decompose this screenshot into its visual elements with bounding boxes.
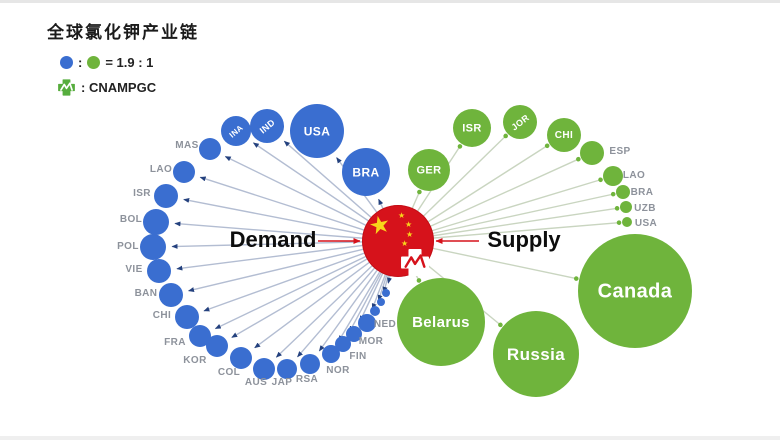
node-label-demand-FRA: FRA bbox=[164, 337, 186, 348]
flag-small-star-icon: ★ bbox=[405, 220, 413, 229]
node-label-demand-LAO: LAO bbox=[150, 164, 172, 175]
node-label-supply-CHI: CHI bbox=[555, 130, 573, 141]
node-label-supply-ISR: ISR bbox=[462, 123, 482, 135]
node-label-supply-ESP: ESP bbox=[609, 146, 630, 157]
connector-demand-VIE bbox=[176, 240, 399, 271]
bottom-border bbox=[0, 436, 780, 440]
node-supply-UZB bbox=[620, 201, 632, 213]
node-label-demand-ISR: ISR bbox=[133, 188, 151, 199]
node-label-supply-GER: GER bbox=[416, 165, 441, 177]
connector-supply-USA bbox=[397, 220, 622, 242]
connector-supply-BRA bbox=[397, 191, 616, 242]
node-label-supply-LAO: LAO bbox=[623, 170, 645, 181]
legend-ratio-row: : = 1.9 : 1 bbox=[60, 55, 153, 70]
node-demand-MAS bbox=[199, 138, 221, 160]
node-demand-POL bbox=[140, 234, 166, 260]
cnampgc-logo-white-icon bbox=[401, 249, 429, 276]
node-demand-FIN bbox=[335, 336, 351, 352]
node-demand-FRA bbox=[189, 325, 211, 347]
node-label-supply-BRA: BRA bbox=[631, 187, 654, 198]
node-demand-JAP bbox=[277, 359, 297, 379]
node-supply-JOR bbox=[503, 105, 537, 139]
node-demand-MOR bbox=[346, 326, 362, 342]
flag-small-star-icon: ★ bbox=[398, 211, 406, 220]
cnampgc-logo-icon bbox=[58, 79, 75, 96]
legend-logo-row: : CNAMPGC bbox=[57, 79, 156, 96]
country-nodes bbox=[140, 104, 692, 397]
flag-small-star-icon: ★ bbox=[401, 239, 409, 248]
node-demand-BOL bbox=[143, 209, 169, 235]
node-supply-ISR bbox=[453, 109, 491, 147]
node-label-supply-Belarus: Belarus bbox=[412, 314, 470, 331]
node-demand-NED bbox=[358, 314, 376, 332]
china-center-node: ★ ★ ★ ★ ★ bbox=[362, 205, 434, 277]
connector-supply-UZB bbox=[397, 206, 620, 242]
node-demand-VIE bbox=[147, 259, 171, 283]
node-label-demand-MAS: MAS bbox=[175, 140, 198, 151]
node-supply-Belarus bbox=[397, 278, 485, 366]
node-label-demand-POL: POL bbox=[117, 241, 139, 252]
node-demand-ISR bbox=[154, 184, 178, 208]
node-label-demand-USA: USA bbox=[304, 125, 331, 139]
node-label-demand-FIN: FIN bbox=[349, 351, 366, 362]
legend-ratio-text: = 1.9 : 1 bbox=[105, 55, 154, 70]
node-demand-CHI bbox=[175, 305, 199, 329]
supply-dot-icon bbox=[87, 56, 101, 69]
top-border bbox=[0, 0, 780, 3]
legend-colon: : bbox=[78, 55, 83, 70]
supply-heading: Supply bbox=[487, 227, 561, 252]
node-label-demand-COL: COL bbox=[218, 367, 240, 378]
node-label-demand-BOL: BOL bbox=[120, 214, 142, 225]
node-demand-IND bbox=[250, 109, 284, 143]
node-label-demand-KOR: KOR bbox=[183, 355, 207, 366]
node-supply-GER bbox=[408, 149, 450, 191]
node-demand-BAN bbox=[159, 283, 183, 307]
flag-big-star-icon: ★ bbox=[366, 210, 393, 241]
node-demand-dot bbox=[382, 289, 390, 297]
node-label-demand-NED: NED bbox=[374, 319, 396, 330]
node-demand-COL bbox=[230, 347, 252, 369]
node-supply-Canada bbox=[578, 234, 692, 348]
node-label-demand-MOR: MOR bbox=[359, 336, 384, 347]
node-label-demand-RSA: RSA bbox=[296, 374, 318, 385]
flag-small-star-icon: ★ bbox=[406, 230, 414, 239]
demand-heading: Demand bbox=[229, 227, 317, 252]
node-label-supply-UZB: UZB bbox=[634, 203, 656, 214]
node-demand-NOR bbox=[322, 345, 340, 363]
node-demand-KOR bbox=[206, 335, 228, 357]
node-supply-USA bbox=[622, 217, 632, 227]
node-label-demand-BRA: BRA bbox=[352, 166, 379, 180]
node-label-demand-AUS: AUS bbox=[245, 377, 267, 388]
node-label-supply-Canada: Canada bbox=[598, 281, 673, 303]
node-demand-USA bbox=[290, 104, 344, 158]
node-label-demand-JAP: JAP bbox=[272, 377, 293, 388]
node-supply-Russia bbox=[493, 311, 579, 397]
node-demand-dot bbox=[370, 306, 380, 316]
node-label-supply-Russia: Russia bbox=[507, 345, 565, 364]
node-demand-AUS bbox=[253, 358, 275, 380]
node-label-demand-CHI: CHI bbox=[153, 310, 171, 321]
node-supply-CHI bbox=[547, 118, 581, 152]
node-demand-dot bbox=[377, 298, 385, 306]
node-supply-BRA bbox=[616, 185, 630, 199]
node-supply-LAO bbox=[603, 166, 623, 186]
demand-dot-icon bbox=[60, 56, 73, 69]
connector-demand-BOL bbox=[174, 221, 399, 242]
node-demand-RSA bbox=[300, 354, 320, 374]
node-label-demand-VIE: VIE bbox=[125, 264, 142, 275]
node-demand-BRA bbox=[342, 148, 390, 196]
page-title: 全球氯化钾产业链 bbox=[47, 23, 199, 42]
node-supply-ESP bbox=[580, 141, 604, 165]
legend-cnampgc-text: : CNAMPGC bbox=[81, 80, 157, 95]
node-demand-INA bbox=[221, 116, 251, 146]
node-label-supply-USA: USA bbox=[635, 218, 657, 229]
node-label-demand-BAN: BAN bbox=[135, 288, 158, 299]
node-label-demand-NOR: NOR bbox=[326, 365, 350, 376]
node-demand-LAO bbox=[173, 161, 195, 183]
country-labels: USAINDINABRAMASLAOISRBOLPOLVIEBANCHIFRAK… bbox=[117, 112, 673, 388]
